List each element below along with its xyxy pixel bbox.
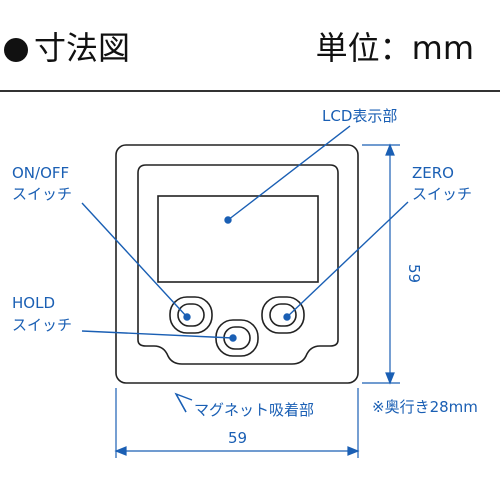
width-dimension-value: 59 (228, 429, 247, 447)
bullet-icon (4, 38, 28, 62)
label-on-off-line1: ON/OFF (12, 164, 69, 182)
label-hold-line2: スイッチ (12, 316, 72, 334)
zero-switch (261, 296, 305, 334)
leader-hold (81, 330, 234, 339)
page-title: 寸法図 (34, 29, 131, 67)
leader-on-off (81, 202, 188, 318)
leader-dot-hold (229, 334, 237, 342)
unit-label: 単位：mm (315, 29, 474, 67)
label-magnet: マグネット吸着部 (194, 401, 314, 419)
device-outer-body (115, 144, 359, 384)
label-hold-line1: HOLD (12, 294, 55, 312)
leader-dot-on-off (183, 313, 191, 321)
hold-switch (169, 296, 213, 334)
label-lcd: LCD表示部 (322, 107, 397, 125)
leader-lines (81, 125, 409, 413)
header-divider (0, 90, 500, 92)
label-zero-line2: スイッチ (412, 185, 472, 203)
label-zero-line1: ZERO (412, 164, 454, 182)
leader-dot-lcd (224, 216, 232, 224)
dimension-lines (114, 143, 400, 458)
device-inner-panel (137, 164, 339, 365)
height-dimension-value: 59 (405, 264, 423, 283)
lcd-display (157, 195, 319, 283)
leader-dot-zero (283, 313, 291, 321)
label-on-off-line2: スイッチ (12, 185, 72, 203)
leader-zero (286, 201, 409, 318)
leader-lcd (227, 125, 351, 221)
device-drawing (115, 144, 359, 384)
label-depth-note: ※奥行き28mm (372, 398, 478, 416)
